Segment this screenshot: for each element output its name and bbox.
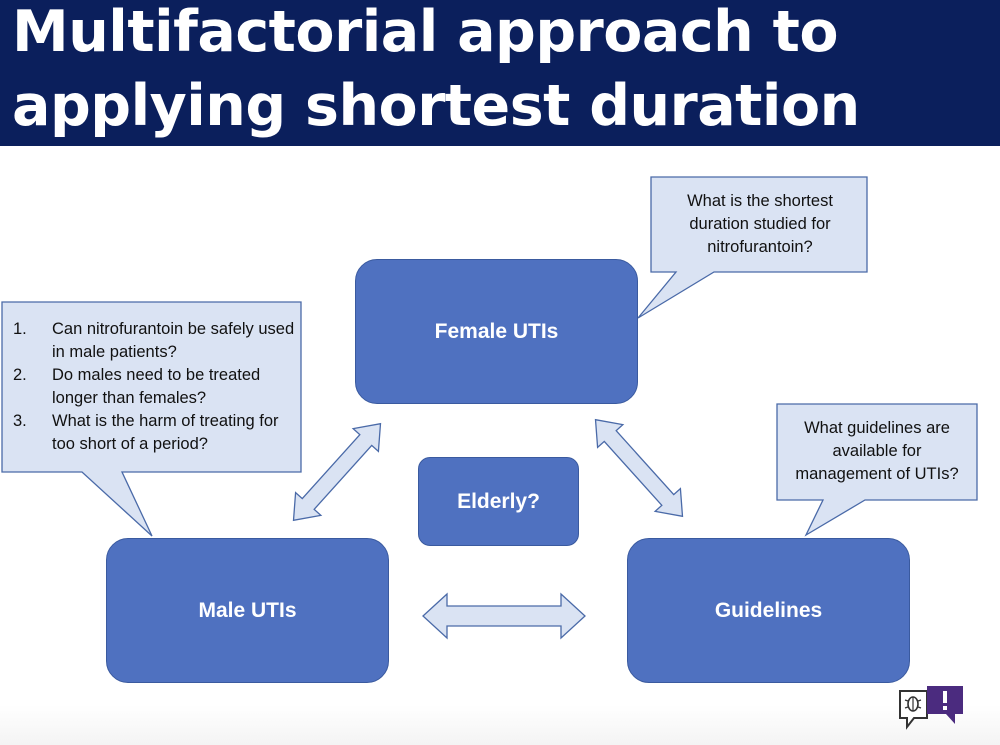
node-female-label: Female UTIs <box>434 319 559 343</box>
callout-female-text: What is the shortest duration studied fo… <box>687 192 833 256</box>
node-male-label: Male UTIs <box>198 598 297 622</box>
chat-bubble-bug-logo <box>897 684 969 734</box>
double-arrow-female-male <box>292 422 382 522</box>
list-item-text: What is the harm of treating for too sho… <box>52 412 279 453</box>
list-item-text: Can nitrofurantoin be safely used in mal… <box>52 320 295 361</box>
slide-title-line-2: applying shortest duration <box>12 73 860 139</box>
callout-male-text: 1. Can nitrofurantoin be safely used in … <box>13 318 295 456</box>
node-female-utis: Female UTIs <box>355 259 638 404</box>
node-guidelines-label: Guidelines <box>714 598 823 622</box>
double-arrow-male-guidelines <box>422 592 586 640</box>
list-number: 1. <box>13 320 27 338</box>
logo-icon <box>899 686 963 730</box>
callout-female-shape <box>637 176 868 319</box>
list-item: 2. Do males need to be treated longer th… <box>13 364 295 410</box>
node-male-utis: Male UTIs <box>106 538 389 683</box>
callout-male-shape <box>1 301 302 537</box>
title-bar: Multifactorial approach to applying shor… <box>0 0 1000 146</box>
slide-title-line-1: Multifactorial approach to <box>12 0 839 65</box>
node-elderly-label: Elderly? <box>457 489 540 513</box>
node-elderly: Elderly? <box>418 457 579 546</box>
list-item: 3. What is the harm of treating for too … <box>13 410 295 456</box>
list-number: 2. <box>13 366 27 384</box>
list-number: 3. <box>13 412 27 430</box>
male-question-list: 1. Can nitrofurantoin be safely used in … <box>13 318 295 456</box>
list-item-text: Do males need to be treated longer than … <box>52 366 261 407</box>
list-item: 1. Can nitrofurantoin be safely used in … <box>13 318 295 364</box>
callout-guidelines-text: What guidelines are available for manage… <box>795 419 959 483</box>
bottom-shadow <box>0 705 1000 745</box>
callout-guidelines-shape <box>776 403 978 537</box>
node-guidelines: Guidelines <box>627 538 910 683</box>
double-arrow-female-guidelines <box>594 418 684 518</box>
